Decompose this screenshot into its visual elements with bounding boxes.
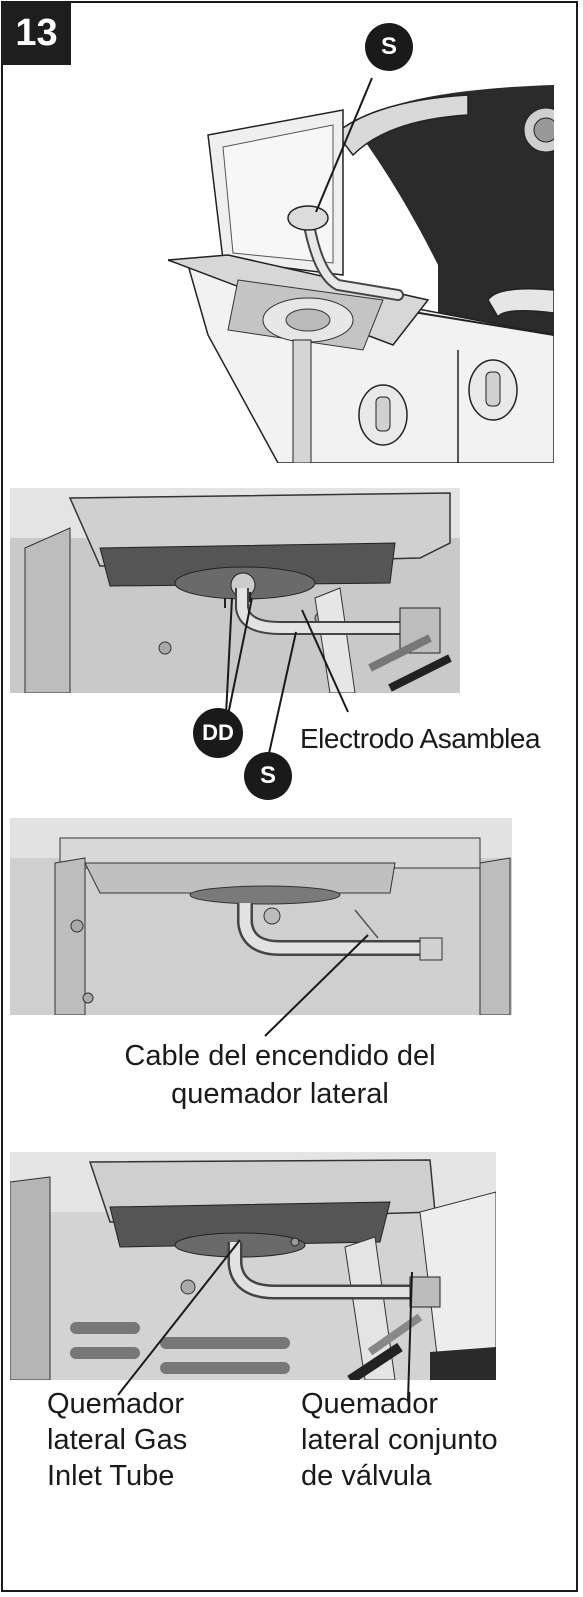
label-inlet-line-2: lateral Gas [47, 1424, 188, 1456]
illustration-burner-underside-screws [10, 488, 460, 693]
label-gas-inlet-tube: Quemador lateral Gas Inlet Tube [47, 1386, 187, 1494]
illustration-side-burner-top-view [168, 85, 554, 463]
label-inlet-line-3: Inlet Tube [47, 1460, 175, 1492]
callout-part-s-middle: S [244, 752, 292, 800]
label-valve-line-2: lateral conjunto [301, 1424, 498, 1456]
callout-part-dd: DD [193, 708, 243, 758]
label-ignition-cable: Cable del encendido del quemador lateral [124, 1040, 436, 1110]
illustration-gas-inlet-and-valve [10, 1152, 496, 1380]
label-valve-line-3: de válvula [301, 1460, 432, 1492]
callout-part-s-top: S [365, 23, 413, 71]
step-number-badge: 13 [2, 2, 71, 65]
label-electrode-assembly: Electrodo Asamblea [300, 723, 541, 754]
label-inlet-line-1: Quemador [47, 1388, 185, 1420]
illustration-ignition-cable [10, 818, 512, 1015]
label-valve-line-1: Quemador [301, 1388, 439, 1420]
label-valve-assembly: Quemador lateral conjunto de válvula [301, 1386, 498, 1494]
